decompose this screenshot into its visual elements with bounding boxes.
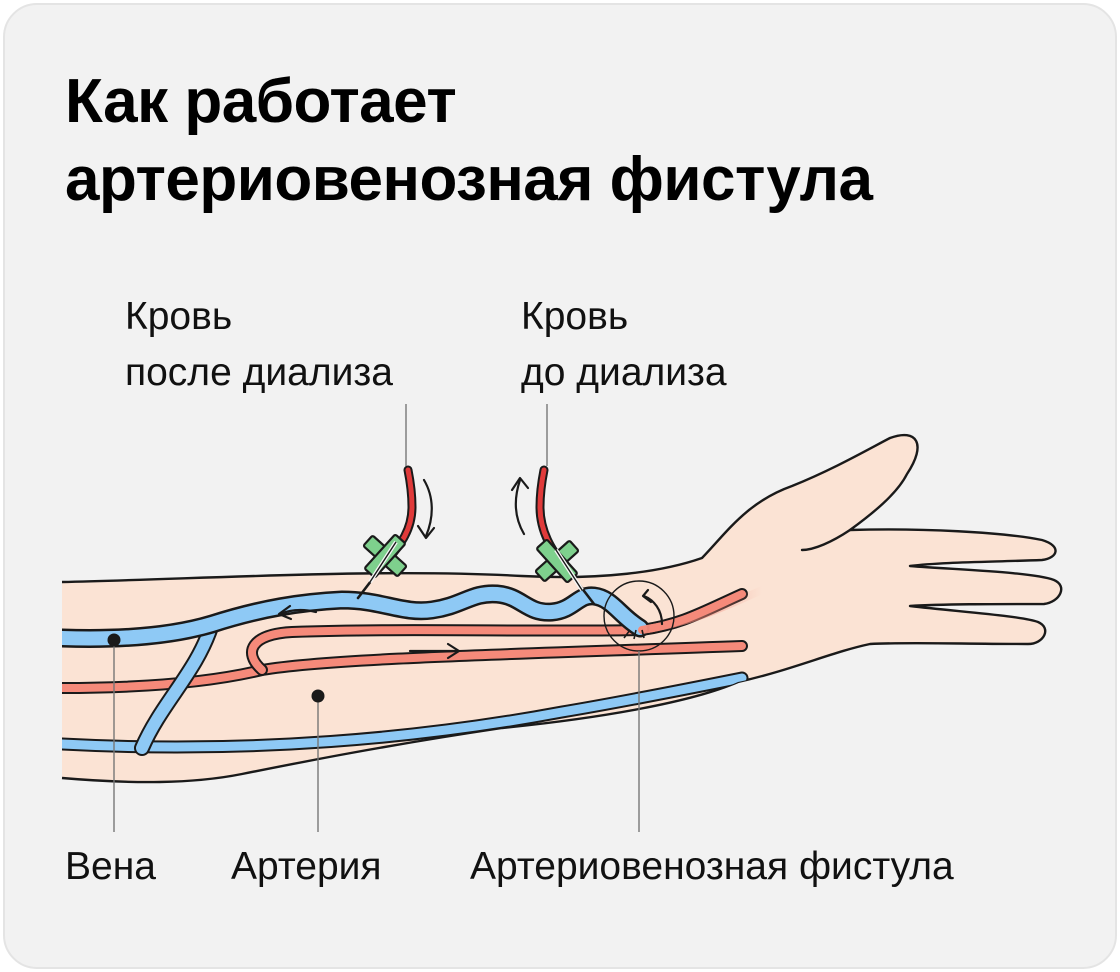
diagram-card: Как работает артериовенозная фистула <box>3 3 1117 969</box>
label-fistula: Артериовенозная фистула <box>470 845 954 888</box>
label-blood-after-dialysis: Кровь после диализа <box>125 289 393 401</box>
arm-outline <box>61 433 1063 784</box>
label-vein: Вена <box>65 845 156 888</box>
label-blood-before-dialysis: Кровь до диализа <box>521 289 727 401</box>
vein-marker-dot <box>107 633 121 647</box>
artery-marker-dot <box>311 689 325 703</box>
arrow-curve-icon <box>641 588 664 626</box>
arrow-up-icon <box>510 476 530 536</box>
thumb-line <box>800 528 852 552</box>
return-needle <box>356 465 417 600</box>
arrow-right-icon <box>408 642 461 660</box>
arrow-down-icon <box>416 478 436 540</box>
draw-needle <box>534 465 596 606</box>
title-line-1: Как работает <box>65 67 457 136</box>
label-blood-after-line-1: Кровь <box>125 295 233 338</box>
label-blood-after-line-2: после диализа <box>125 351 393 394</box>
arrow-left-icon <box>277 604 318 621</box>
arm-diagram <box>61 404 1063 832</box>
fistula-junction <box>623 629 645 640</box>
label-blood-before-line-1: Кровь <box>521 295 629 338</box>
page-title: Как работает артериовенозная фистула <box>65 63 873 219</box>
label-artery: Артерия <box>231 845 382 888</box>
title-line-2: артериовенозная фистула <box>65 145 873 214</box>
label-blood-before-line-2: до диализа <box>521 351 727 394</box>
